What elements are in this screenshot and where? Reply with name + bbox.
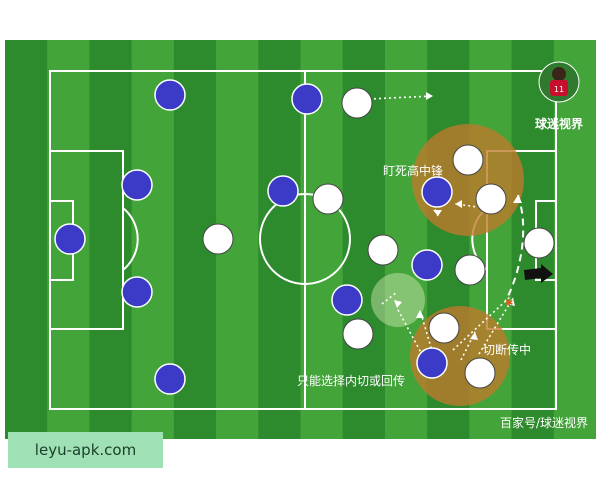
space-zone [371, 273, 425, 327]
white-player [342, 318, 374, 350]
annotation-inside-or-back: 只能选择内切或回传 [297, 373, 405, 388]
white-player [454, 254, 486, 286]
logo-head [552, 67, 566, 81]
brand-logo: 11 球迷视界 [535, 61, 583, 131]
white-player [452, 144, 484, 176]
blue-team [54, 79, 453, 395]
cross-path [504, 194, 525, 303]
blue-player [331, 284, 363, 316]
blue-player [154, 79, 186, 111]
white-player [312, 183, 344, 215]
blue-player [121, 169, 153, 201]
white-player [428, 312, 460, 344]
cross-spark-icon: ✱ [505, 298, 513, 309]
white-player [523, 227, 555, 259]
logo-number: 11 [554, 85, 564, 94]
blue-player [54, 223, 86, 255]
logo-text: 球迷视界 [535, 116, 583, 131]
logo-shirt [550, 80, 568, 96]
grass-stripe [89, 40, 133, 439]
blue-player [267, 175, 299, 207]
grass-stripe [553, 40, 596, 439]
arrow-run-top [368, 95, 434, 100]
white-team [202, 87, 555, 389]
arrow-heads [394, 92, 522, 340]
pitch-lines [49, 70, 557, 410]
arrow-cut-2 [478, 297, 514, 355]
white-player [367, 234, 399, 266]
annotation-cut-cross: 切断传中 [483, 342, 531, 357]
credit-text: 百家号/球迷视界 [500, 415, 588, 430]
grass-stripe [5, 40, 48, 439]
attack-direction-arrow [524, 264, 553, 283]
white-player [202, 223, 234, 255]
football-pitch: ✱ 盯死高中锋 切断传中 只能选择内切或回传 11 球迷视界 [5, 40, 596, 439]
blue-player [411, 249, 443, 281]
watermark-label: leyu-apk.com [8, 432, 163, 468]
arrow-cut-1 [452, 295, 512, 351]
arrow-side [381, 291, 398, 305]
white-player [341, 87, 373, 119]
blue-player [121, 276, 153, 308]
annotation-mark-striker: 盯死高中锋 [383, 163, 443, 178]
blue-player [291, 83, 323, 115]
blue-player [421, 176, 453, 208]
white-player [464, 357, 496, 389]
blue-player [154, 363, 186, 395]
white-player [475, 183, 507, 215]
blue-player [416, 347, 448, 379]
